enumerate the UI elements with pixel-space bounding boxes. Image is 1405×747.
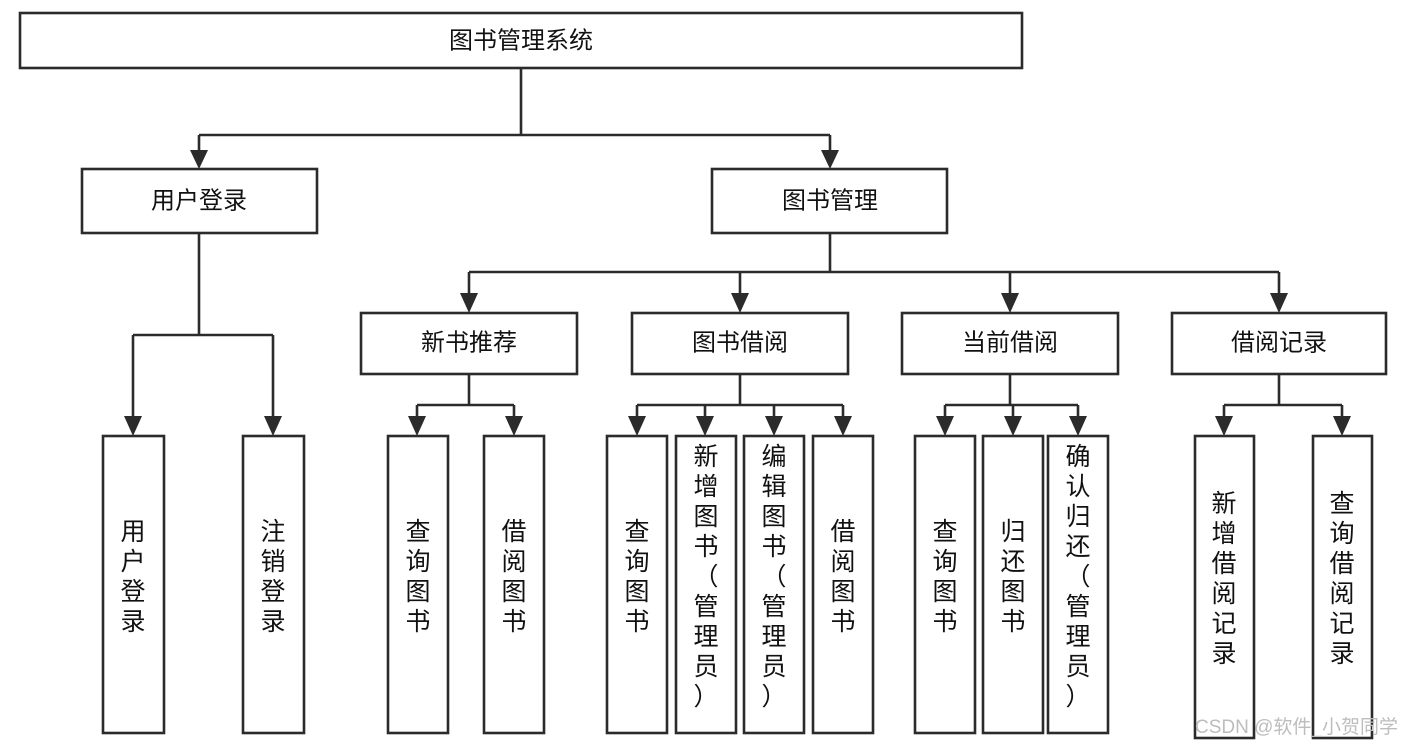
leaf-book-borrow-2[interactable]: 新增图书（管理员） bbox=[674, 434, 738, 735]
arrow-borrow-l2 bbox=[696, 416, 714, 436]
leaf-book-borrow-3-label: 编辑图书（管理员） bbox=[761, 443, 786, 711]
node-borrow-record-box[interactable] bbox=[1170, 311, 1388, 376]
leaf-current-borrow-2-box[interactable] bbox=[981, 434, 1045, 735]
node-borrow-record[interactable]: 借阅记录 bbox=[1170, 311, 1388, 376]
leaf-book-borrow-2-label: 新增图书（管理员） bbox=[693, 443, 718, 711]
arrow-current-l2 bbox=[1004, 416, 1022, 436]
node-borrow-record-label: 借阅记录 bbox=[1231, 329, 1327, 356]
arrow-root-to-bookmgmt bbox=[821, 150, 839, 169]
arrow-root-to-login bbox=[190, 150, 208, 169]
node-user-login[interactable]: 用户登录 bbox=[80, 167, 319, 235]
arrow-record-l2 bbox=[1333, 416, 1351, 436]
leaf-borrow-record-2[interactable]: 查询借阅记录 bbox=[1311, 434, 1374, 740]
node-root[interactable]: 图书管理系统 bbox=[18, 11, 1024, 70]
leaf-recommend-2-label: 借阅图书 bbox=[501, 518, 526, 636]
leaf-book-borrow-4-label: 借阅图书 bbox=[830, 518, 855, 636]
arrow-record-l1 bbox=[1215, 416, 1233, 436]
node-root-box[interactable] bbox=[18, 11, 1024, 70]
leaf-current-borrow-1-box[interactable] bbox=[913, 434, 977, 735]
arrow-borrow-l1 bbox=[628, 416, 646, 436]
leaf-current-borrow-2-label: 归还图书 bbox=[1000, 518, 1025, 636]
leaf-current-borrow-1-label: 查询图书 bbox=[932, 518, 957, 636]
node-new-book-recommend-box[interactable] bbox=[359, 311, 579, 376]
leaf-user-login-2-label: 注销登录 bbox=[260, 518, 285, 636]
arrow-login-l1 bbox=[124, 416, 142, 436]
node-book-borrow-box[interactable] bbox=[630, 311, 850, 376]
node-current-borrow-box[interactable] bbox=[900, 311, 1120, 376]
leaf-book-borrow-1-box[interactable] bbox=[605, 434, 669, 735]
leaf-user-login-2[interactable]: 注销登录 bbox=[241, 434, 306, 735]
leaf-recommend-2[interactable]: 借阅图书 bbox=[482, 434, 546, 735]
arrow-bookmgmt-c4 bbox=[1270, 293, 1288, 313]
leaf-user-login-1[interactable]: 用户登录 bbox=[101, 434, 166, 735]
arrow-login-l2 bbox=[264, 416, 282, 436]
node-book-management-box[interactable] bbox=[710, 167, 949, 235]
arrow-current-l3 bbox=[1069, 416, 1087, 436]
node-new-book-recommend[interactable]: 新书推荐 bbox=[359, 311, 579, 376]
node-new-book-recommend-label: 新书推荐 bbox=[421, 329, 517, 356]
node-current-borrow[interactable]: 当前借阅 bbox=[900, 311, 1120, 376]
leaf-current-borrow-3-label: 确认归还（管理员） bbox=[1065, 443, 1090, 711]
node-user-login-label: 用户登录 bbox=[151, 187, 247, 214]
node-book-borrow-label: 图书借阅 bbox=[692, 329, 788, 356]
leaf-recommend-1-label: 查询图书 bbox=[405, 518, 430, 636]
leaf-book-borrow-2-box[interactable] bbox=[674, 434, 738, 735]
arrow-current-l1 bbox=[936, 416, 954, 436]
leaf-current-borrow-3[interactable]: 确认归还（管理员） bbox=[1046, 434, 1110, 735]
leaf-borrow-record-2-box[interactable] bbox=[1311, 434, 1374, 740]
leaf-borrow-record-1-label: 新增借阅记录 bbox=[1211, 490, 1236, 668]
leaf-current-borrow-3-box[interactable] bbox=[1046, 434, 1110, 735]
arrow-recommend-l1 bbox=[408, 416, 426, 436]
leaf-recommend-1[interactable]: 查询图书 bbox=[386, 434, 450, 735]
arrow-bookmgmt-c2 bbox=[731, 293, 749, 313]
leaf-borrow-record-1[interactable]: 新增借阅记录 bbox=[1193, 434, 1256, 740]
watermark-text: CSDN @软件_小贺同学 bbox=[1195, 716, 1398, 738]
leaf-book-borrow-1-label: 查询图书 bbox=[624, 518, 649, 636]
arrow-borrow-l3 bbox=[765, 416, 783, 436]
node-book-management-label: 图书管理 bbox=[782, 187, 878, 214]
edges-layer bbox=[124, 68, 1351, 436]
node-book-management[interactable]: 图书管理 bbox=[710, 167, 949, 235]
arrow-recommend-l2 bbox=[505, 416, 523, 436]
leaf-book-borrow-4-box[interactable] bbox=[811, 434, 875, 735]
leaf-borrow-record-1-box[interactable] bbox=[1193, 434, 1256, 740]
leaf-book-borrow-3[interactable]: 编辑图书（管理员） bbox=[742, 434, 806, 735]
node-root-label: 图书管理系统 bbox=[449, 27, 593, 54]
leaf-borrow-record-2-label: 查询借阅记录 bbox=[1329, 490, 1354, 668]
leaf-recommend-2-box[interactable] bbox=[482, 434, 546, 735]
node-book-borrow[interactable]: 图书借阅 bbox=[630, 311, 850, 376]
leaf-user-login-2-box[interactable] bbox=[241, 434, 306, 735]
arrow-borrow-l4 bbox=[834, 416, 852, 436]
node-user-login-box[interactable] bbox=[80, 167, 319, 235]
leaf-current-borrow-1[interactable]: 查询图书 bbox=[913, 434, 977, 735]
leaf-book-borrow-3-box[interactable] bbox=[742, 434, 806, 735]
leaf-book-borrow-4[interactable]: 借阅图书 bbox=[811, 434, 875, 735]
leaf-user-login-1-label: 用户登录 bbox=[120, 518, 145, 636]
arrow-bookmgmt-c3 bbox=[1001, 293, 1019, 313]
node-current-borrow-label: 当前借阅 bbox=[962, 329, 1058, 356]
leaf-recommend-1-box[interactable] bbox=[386, 434, 450, 735]
leaf-book-borrow-1[interactable]: 查询图书 bbox=[605, 434, 669, 735]
leaf-current-borrow-2[interactable]: 归还图书 bbox=[981, 434, 1045, 735]
arrow-bookmgmt-c1 bbox=[460, 293, 478, 313]
leaf-user-login-1-box[interactable] bbox=[101, 434, 166, 735]
